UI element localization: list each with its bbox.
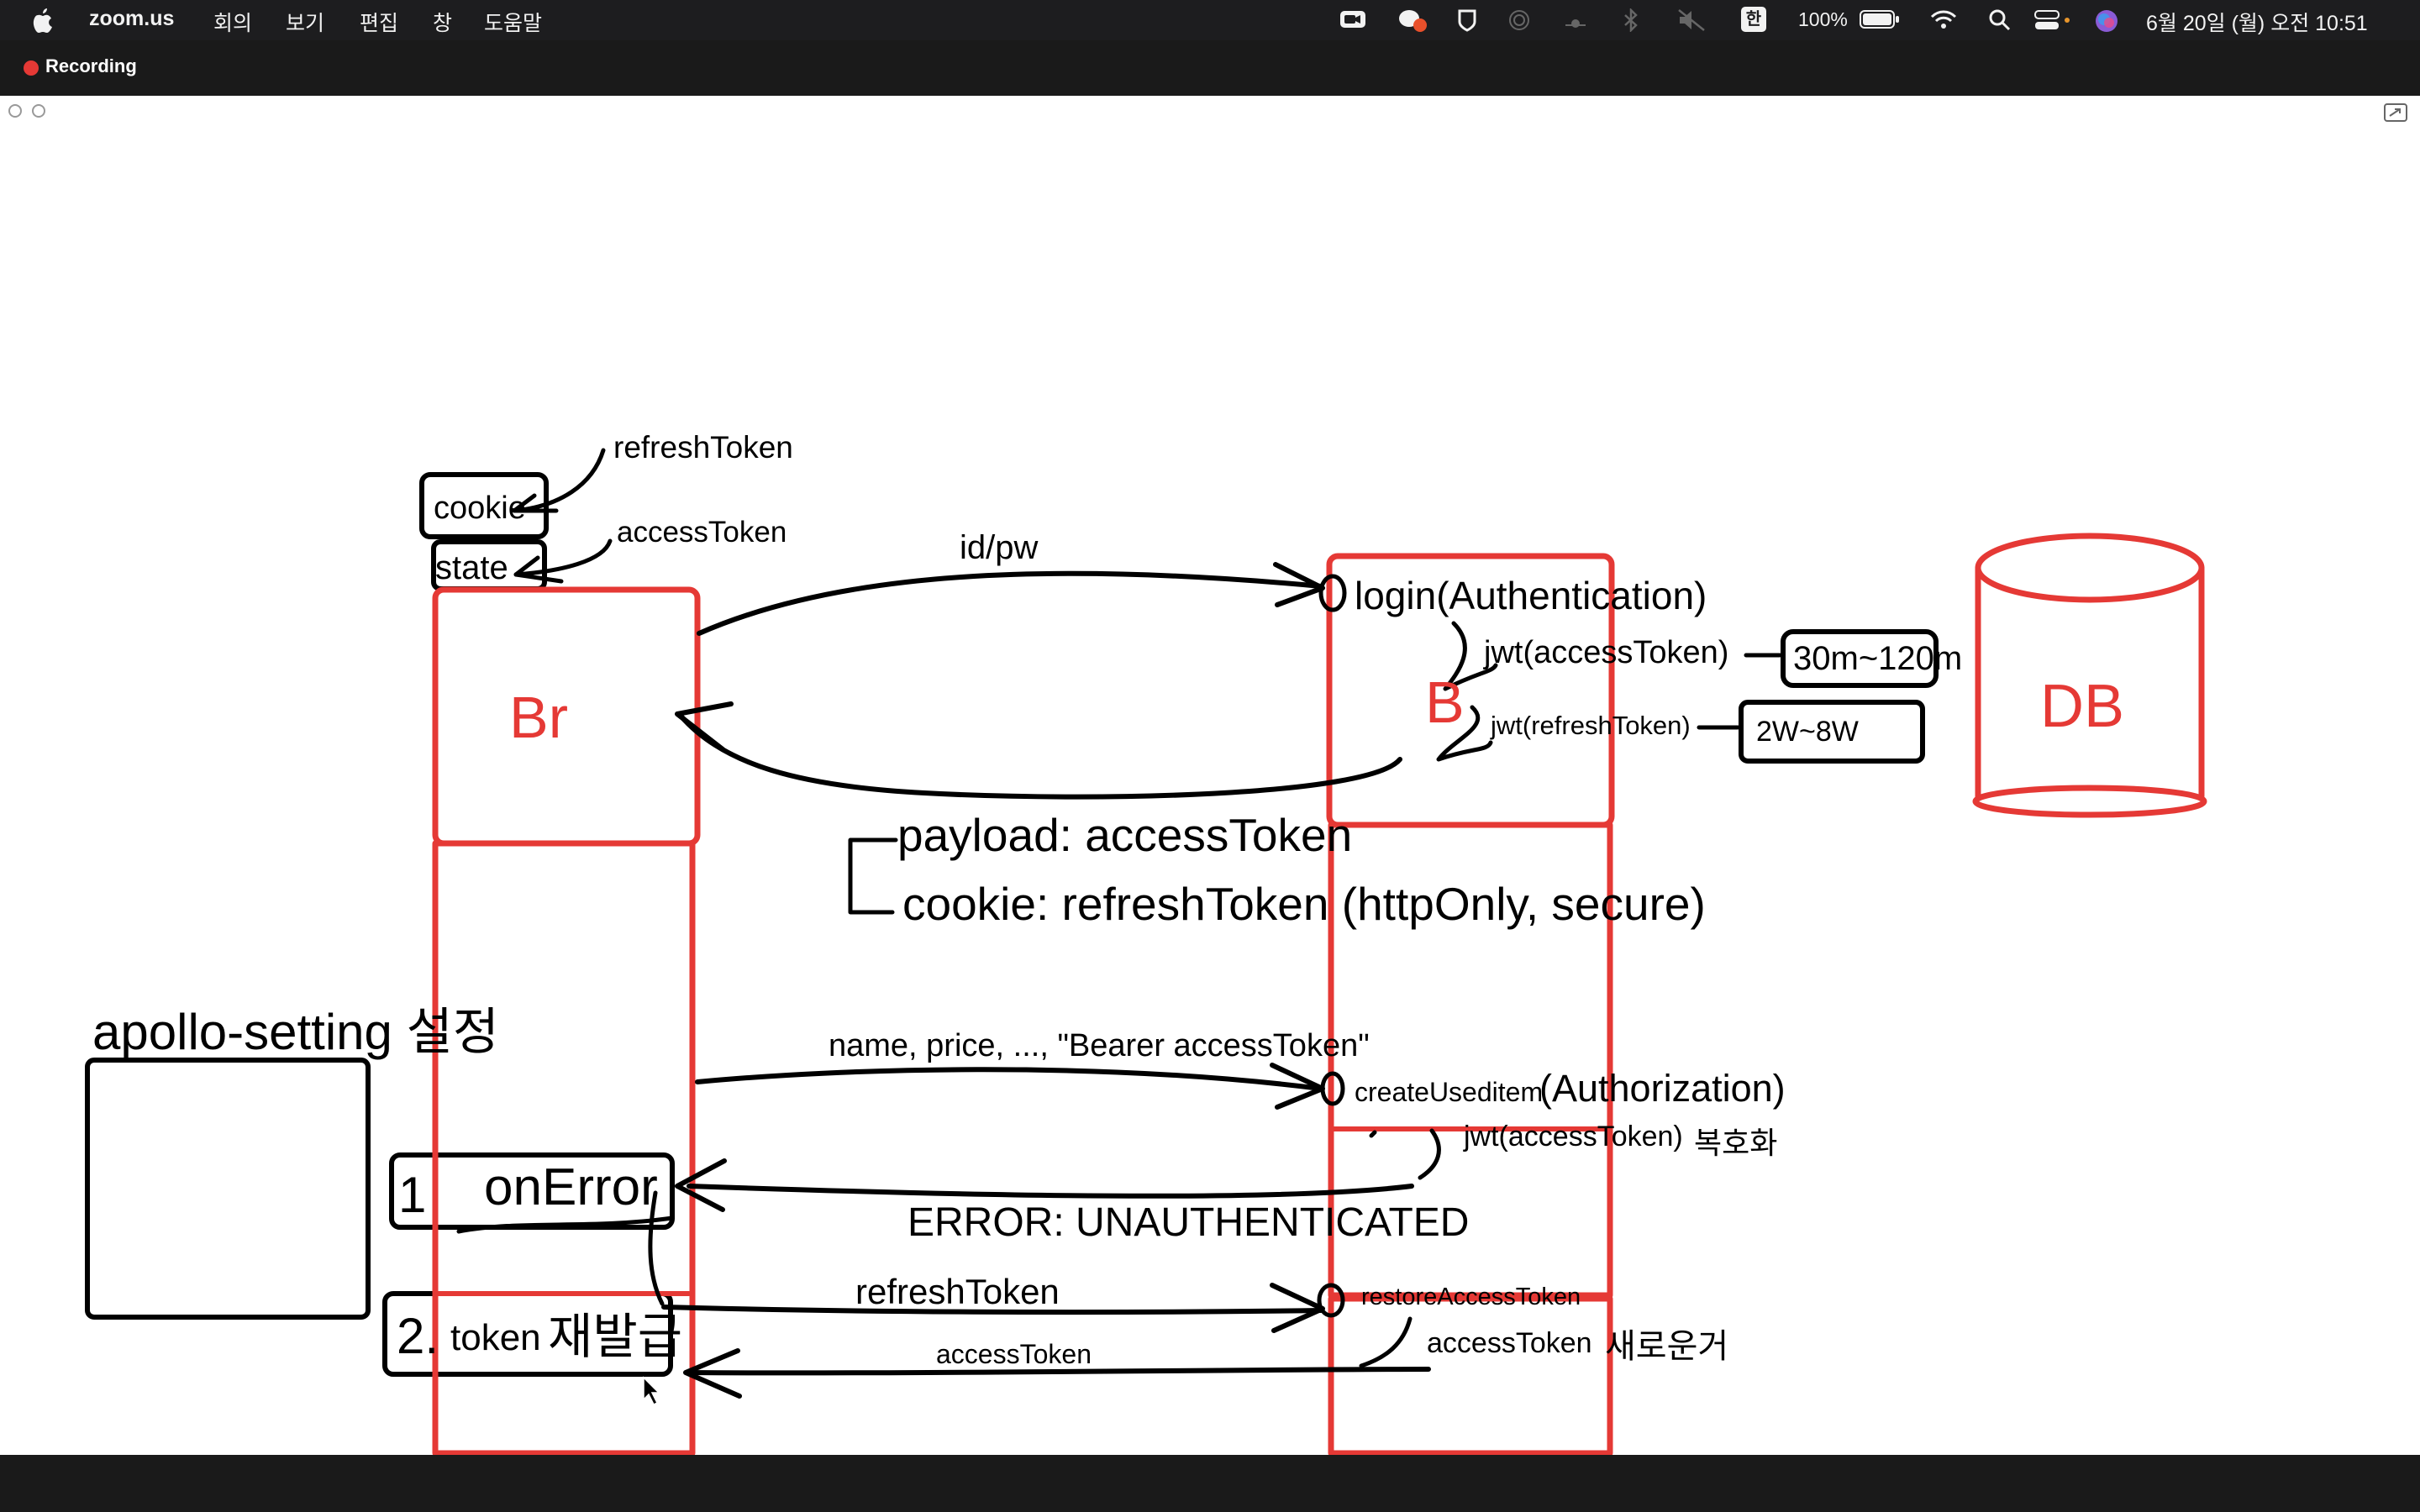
backend-lane — [1328, 822, 1613, 1299]
recording-dot-icon — [24, 60, 39, 76]
battery-icon[interactable] — [1859, 8, 1901, 30]
brightness-icon[interactable] — [1563, 8, 1588, 30]
apollo-setting-box — [85, 1058, 371, 1320]
clock[interactable]: 6월 20일 (월) 오전 10:51 — [2146, 12, 2368, 35]
label-create-used-item: createUseditem — [1355, 1077, 1544, 1107]
chat-notification-icon[interactable] — [1398, 8, 1428, 34]
label-token-reissue-num: 2. — [397, 1308, 439, 1364]
app-menu-zoom[interactable]: zoom.us — [89, 7, 175, 30]
label-error: ERROR: UNAUTHENTICATED — [908, 1200, 1470, 1245]
mute-icon[interactable] — [1677, 8, 1706, 32]
menu-help[interactable]: 도움말 — [484, 12, 543, 35]
label-onerror: onError — [484, 1158, 658, 1216]
label-state: state — [435, 549, 508, 586]
minimize-icon[interactable] — [32, 104, 45, 118]
label-jwt-access-2: jwt(accessToken) — [1464, 1121, 1683, 1152]
label-new-one: 새로운거 — [1605, 1328, 1729, 1365]
label-decrypt: 복호화 — [1694, 1126, 1778, 1160]
label-payload: payload: accessToken — [897, 809, 1353, 861]
label-cookie-refresh: cookie: refreshToken (httpOnly, secure) — [902, 878, 1706, 930]
label-onerror-num: 1 — [398, 1167, 427, 1223]
label-apollo-setting: apollo-setting 설정 — [92, 1004, 499, 1060]
refresh-ttl-box — [1739, 700, 1925, 764]
wifi-icon[interactable] — [1929, 8, 1958, 30]
spotlight-search-icon[interactable] — [1988, 8, 2012, 32]
db-bottom — [1972, 785, 2207, 818]
label-access-token-flow: accessToken — [936, 1339, 1092, 1369]
label-access-token-new: accessToken — [1427, 1327, 1592, 1359]
label-id-pw: id/pw — [960, 529, 1039, 566]
close-icon[interactable] — [8, 104, 22, 118]
label-db: DB — [2040, 673, 2125, 740]
expand-icon[interactable] — [2383, 102, 2408, 123]
bluetooth-icon[interactable] — [1622, 8, 1640, 32]
label-refresh-token-flow: refreshToken — [855, 1272, 1060, 1311]
db-top — [1975, 533, 2205, 603]
recording-bar — [0, 40, 2420, 96]
bottom-bar — [0, 1455, 2420, 1512]
label-token-reissue: token — [450, 1317, 541, 1358]
control-center-icon[interactable] — [2033, 8, 2070, 32]
label-authorization: (Authorization) — [1539, 1067, 1786, 1110]
browser-lane — [432, 840, 696, 1457]
recording-label[interactable]: Recording — [45, 55, 137, 76]
siri-icon[interactable] — [2094, 8, 2119, 34]
menu-view[interactable]: 보기 — [286, 12, 325, 35]
db-cylinder — [1975, 564, 2205, 800]
airdrop-icon[interactable] — [1507, 8, 1531, 32]
label-refresh-ttl: 2W~8W — [1756, 716, 1859, 748]
label-browser: Br — [509, 685, 568, 750]
label-create-args: name, price, ..., "Bearer accessToken" — [829, 1028, 1370, 1063]
label-jwt-refresh: jwt(refreshToken) — [1491, 711, 1691, 740]
label-jwt-access: jwt(accessToken) — [1484, 635, 1729, 670]
label-backend: B — [1425, 669, 1465, 735]
label-login: login(Authentication) — [1355, 574, 1707, 617]
menu-meeting[interactable]: 회의 — [213, 12, 253, 35]
label-access-ttl: 30m~120m — [1793, 640, 1963, 677]
menu-edit[interactable]: 편집 — [360, 12, 399, 35]
backend-lower — [1328, 1295, 1613, 1457]
label-refresh-token-left: refreshToken — [613, 430, 793, 465]
access-ttl-box — [1781, 629, 1939, 688]
label-token-reissue-kr: 재발급 — [548, 1310, 683, 1364]
label-cookie: cookie — [434, 491, 526, 526]
cursor-icon — [643, 1376, 660, 1406]
menu-bar: zoom.us 회의 보기 편집 창 도움말 한 100% 6월 20일 (월)… — [0, 0, 2420, 40]
label-restore: restoreAccessToken — [1361, 1284, 1581, 1310]
apple-logo-icon[interactable] — [32, 8, 54, 33]
shield-icon[interactable] — [1457, 8, 1477, 32]
label-access-token-left: accessToken — [617, 516, 787, 549]
zoom-camera-icon[interactable] — [1339, 8, 1366, 30]
menu-window[interactable]: 창 — [433, 12, 453, 35]
battery-percent: 100% — [1798, 8, 1848, 30]
ime-indicator[interactable]: 한 — [1741, 7, 1766, 32]
